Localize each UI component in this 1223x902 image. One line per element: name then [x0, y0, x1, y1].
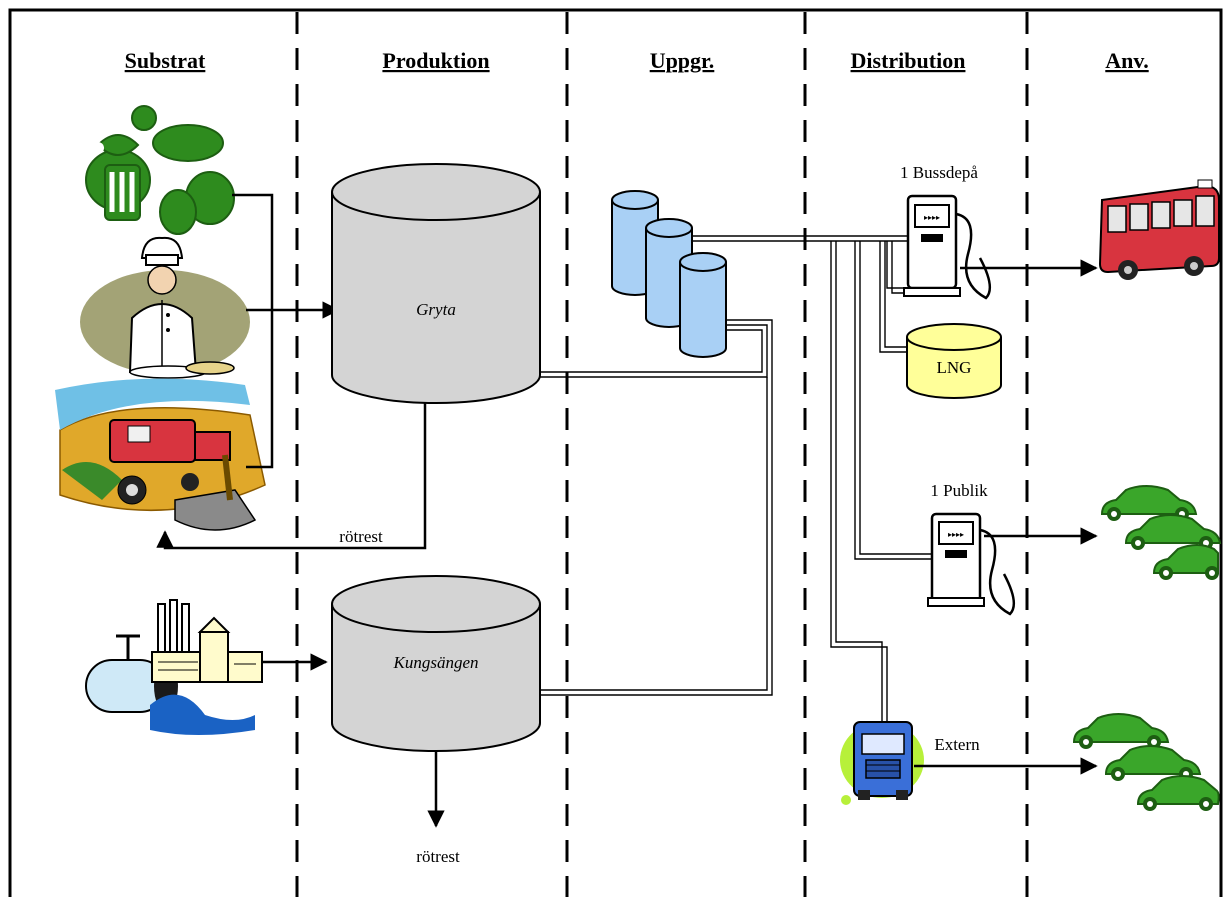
svg-text:▸▸▸▸: ▸▸▸▸	[924, 213, 940, 222]
header-uppgr: Uppgr.	[650, 48, 715, 73]
harvester-icon	[55, 378, 266, 531]
rotrest-flows	[156, 403, 445, 828]
upgrade-cylinders	[611, 190, 727, 358]
lng-tank	[906, 323, 1002, 399]
header-substrat: Substrat	[125, 48, 206, 73]
industry-sewage-icon	[85, 599, 263, 735]
tank-kungsangen-label: Kungsängen	[393, 653, 479, 672]
svg-text:▸▸▸▸: ▸▸▸▸	[948, 530, 964, 539]
header-produktion: Produktion	[382, 48, 489, 73]
tank-kungsangen	[331, 575, 541, 752]
header-distribution: Distribution	[851, 48, 966, 73]
extern-label: Extern	[934, 735, 980, 754]
tank-gryta	[331, 163, 541, 404]
bus-icon	[1098, 179, 1220, 280]
column-dividers	[295, 12, 1029, 897]
chef-icon	[80, 236, 250, 379]
rotrest-label-lower: rötrest	[416, 847, 460, 866]
food-waste-icon	[85, 105, 235, 235]
bussdepa-label: 1 Bussdepå	[900, 163, 978, 182]
car-icon	[1152, 544, 1219, 580]
gas-pipes	[540, 235, 940, 722]
rotrest-label-upper: rötrest	[339, 527, 383, 546]
car-icons-extern	[1072, 713, 1220, 811]
car-icon	[1136, 775, 1220, 811]
car-icon	[1124, 514, 1222, 550]
car-icon	[1100, 485, 1198, 521]
tank-gryta-label: Gryta	[416, 300, 456, 319]
car-icons-publik	[1100, 485, 1222, 580]
usage-arrows	[914, 259, 1098, 775]
substrat-connectors	[232, 193, 340, 671]
diagram-frame	[8, 8, 1223, 897]
header-anv: Anv.	[1105, 48, 1148, 73]
publik-label: 1 Publik	[930, 481, 988, 500]
car-icon	[1072, 713, 1170, 749]
lng-label: LNG	[937, 358, 972, 377]
fuel-pump-icon-publik: ▸▸▸▸	[927, 512, 1016, 616]
truck-icon	[840, 721, 924, 805]
fuel-pump-icon: ▸▸▸▸	[903, 194, 992, 300]
